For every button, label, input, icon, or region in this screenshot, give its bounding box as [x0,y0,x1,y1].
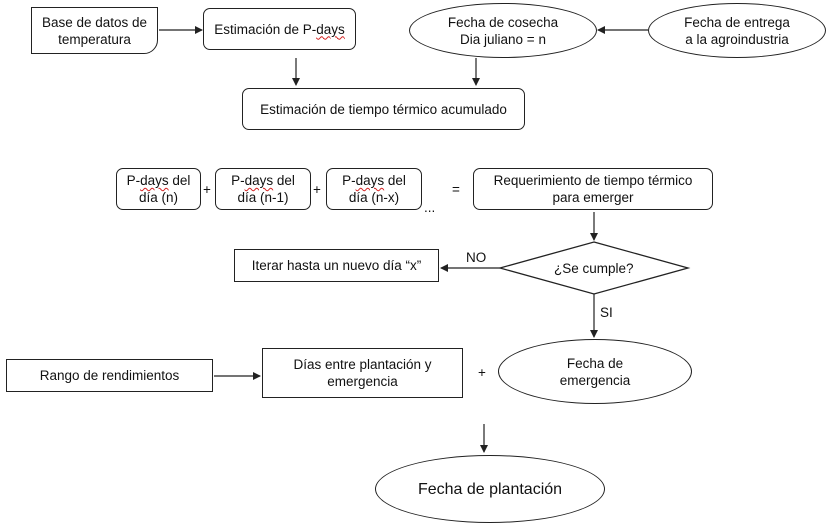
fecha-plantacion-label: Fecha de plantación [417,480,563,498]
rango-label: Rango de rendimientos [39,368,180,383]
fecha-cosecha-ellipse: Fecha de cosecha Dia juliano = n [409,3,597,58]
estimacion-pdays-box: Estimación de P-days [203,8,356,50]
rango-rendimientos-box: Rango de rendimientos [6,359,213,392]
si-edge-label: SI [600,305,613,320]
plus-operator-1: + [203,182,211,197]
se-cumple-label: ¿Se cumple? [554,261,634,276]
pdays-n-label: P-days del día (n) [126,173,191,205]
ellipsis-operator: ... [424,200,436,215]
fecha-cosecha-label: Fecha de cosecha Dia juliano = n [447,14,559,47]
equals-operator: = [452,182,460,197]
tiempo-termico-label: Estimación de tiempo térmico acumulado [260,101,507,117]
fecha-plantacion-ellipse: Fecha de plantación [375,455,605,523]
pdays-nx-label: P-days del día (n-x) [342,173,406,205]
dias-entre-label: Días entre plantación y emergencia [293,357,432,389]
tiempo-termico-box: Estimación de tiempo térmico acumulado [242,88,525,130]
spellcheck-underline: days [316,21,345,37]
decision-diamond [497,241,691,295]
base-datos-document: Base de datos de temperatura [31,7,158,54]
requerimiento-label: Requerimiento de tiempo térmico para eme… [493,173,693,205]
requerimiento-box: Requerimiento de tiempo térmico para eme… [473,168,713,210]
pdays-nx-box: P-days del día (n-x) [326,168,422,210]
iterar-box: Iterar hasta un nuevo día “x” [234,249,439,282]
pdays-n1-box: P-days del día (n-1) [215,168,311,210]
iterar-label: Iterar hasta un nuevo día “x” [251,258,422,273]
dias-entre-box: Días entre plantación y emergencia [262,348,463,398]
fecha-entrega-label: Fecha de entrega a la agroindustria [684,14,790,47]
fecha-entrega-ellipse: Fecha de entrega a la agroindustria [648,3,826,58]
fecha-emergencia-ellipse: Fecha de emergencia [498,339,692,404]
spellcheck-underline: days [244,173,274,188]
no-edge-label: NO [466,250,487,265]
estimacion-pdays-label: Estimación de P-days [214,21,345,37]
pdays-n1-label: P-days del día (n-1) [231,173,295,205]
fecha-emergencia-label: Fecha de emergencia [559,355,631,388]
plus-operator-2: + [313,182,321,197]
base-datos-label: Base de datos de temperatura [41,14,148,47]
spellcheck-underline: days [355,173,385,188]
plus-operator-3: + [478,365,486,380]
pdays-n-box: P-days del día (n) [116,168,201,210]
spellcheck-underline: days [140,173,169,188]
